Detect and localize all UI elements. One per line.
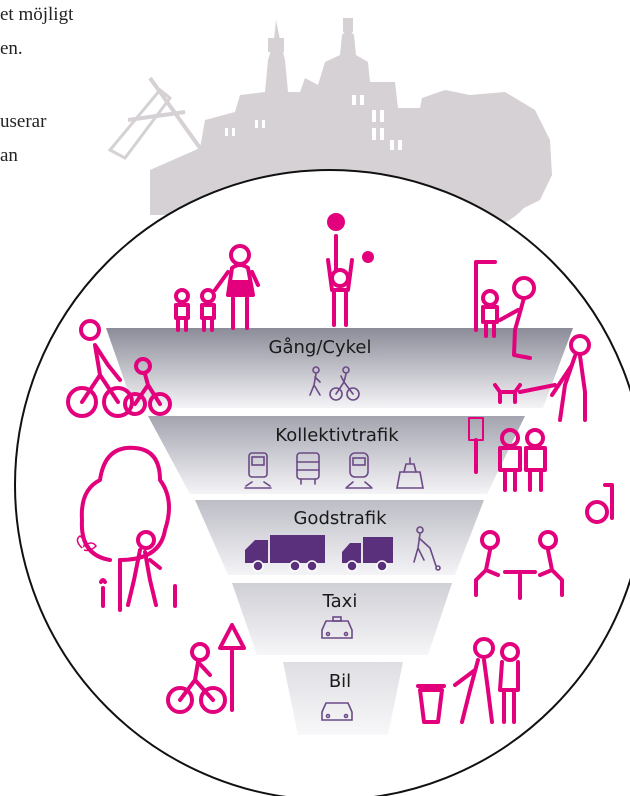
van-icon xyxy=(342,537,393,572)
woman-with-children-illustration xyxy=(174,244,260,332)
taxi-icon xyxy=(321,616,353,639)
child-cyclist-sign-illustration xyxy=(166,623,246,714)
traffic-hierarchy-pyramid xyxy=(106,328,573,735)
balloons xyxy=(327,213,374,263)
trash-bin-couple-illustration xyxy=(416,637,520,724)
car-icon xyxy=(321,702,353,721)
tier-label-public-transport: Kollektivtrafik xyxy=(275,425,399,446)
decorative-details xyxy=(228,280,252,294)
hand-truck-icon xyxy=(413,526,441,571)
tier-label-car: Bil xyxy=(329,671,351,692)
pedestrian-icon xyxy=(309,366,321,396)
tier-car-band xyxy=(283,662,403,735)
tier-walk-cycle-band xyxy=(106,328,573,408)
child-with-balloons-illustration xyxy=(326,234,354,327)
adult-with-child-illustration xyxy=(474,260,536,360)
bus-icon xyxy=(296,452,320,485)
intro-line-3: userar xyxy=(0,111,47,132)
train-icon xyxy=(345,452,373,489)
cyclist-icon xyxy=(329,366,360,401)
tier-label-taxi: Taxi xyxy=(322,591,358,612)
tier-public-transport-band xyxy=(148,416,525,494)
cyclists-illustration xyxy=(66,319,172,418)
tier-label-freight: Godstrafik xyxy=(293,508,387,529)
ferry-icon xyxy=(396,457,424,489)
tier-label-walk-cycle: Gång/Cykel xyxy=(269,337,372,358)
intro-line-2: en. xyxy=(0,38,23,59)
tree-and-walker-illustration xyxy=(79,445,177,612)
tram-icon xyxy=(244,452,272,489)
truck-icon xyxy=(245,535,325,572)
intro-line-1: et möjligt xyxy=(0,4,74,25)
bus-stop-couple-illustration xyxy=(468,417,547,492)
person-with-dog-illustration xyxy=(493,334,591,422)
tier-taxi-band xyxy=(232,583,452,655)
skyline-windows xyxy=(225,95,402,150)
cafe-table-illustration xyxy=(474,483,614,600)
butterfly-icon xyxy=(76,535,97,552)
intro-line-4: an xyxy=(0,145,18,166)
